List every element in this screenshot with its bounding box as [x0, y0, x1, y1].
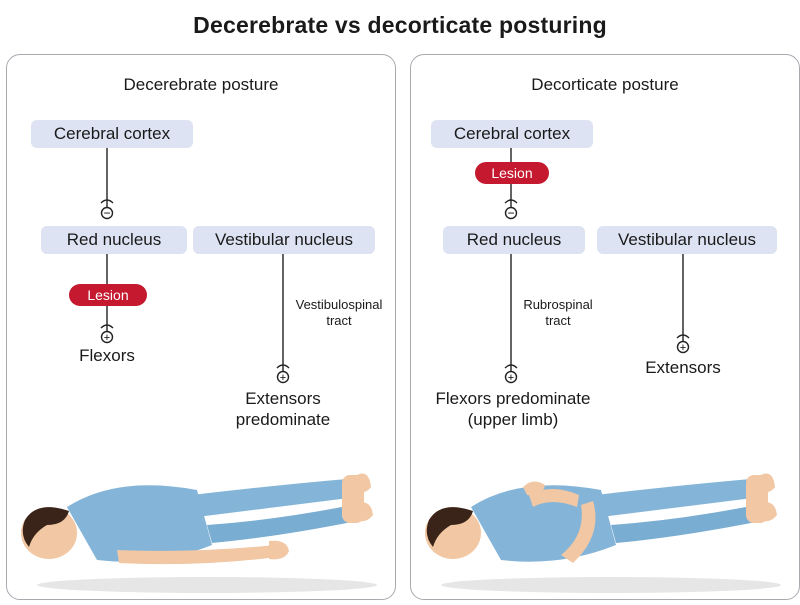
vestibulospinal-tract-label: Vestibulospinal tract [295, 297, 383, 328]
excitatory-terminal [676, 334, 690, 339]
excitatory-sign-circle [676, 340, 690, 354]
decorticate-panel: Decorticate posture − + + [410, 54, 800, 600]
panel-title-decorticate: Decorticate posture [531, 75, 679, 94]
inhibitory-terminal [100, 199, 114, 204]
extensors-predominate-label: Extensors predominate [235, 389, 331, 429]
lesion-badge: Lesion [69, 284, 147, 306]
excitatory-sign-circle [276, 370, 290, 384]
inhibitory-sign: − [103, 206, 110, 220]
excitatory-terminal [504, 364, 518, 369]
inhibitory-terminal [504, 199, 518, 204]
inhibitory-sign-circle [100, 206, 114, 220]
rubrospinal-tract-label: Rubrospinal tract [523, 297, 593, 328]
excitatory-sign: + [104, 332, 110, 344]
panel-title-decerebrate: Decerebrate posture [123, 75, 279, 94]
excitatory-sign-circle [100, 330, 114, 344]
inhibitory-sign-circle [504, 206, 518, 220]
excitatory-sign: + [280, 372, 286, 384]
inhibitory-sign: − [507, 206, 514, 220]
vestibular-nucleus-node: Vestibular nucleus [597, 226, 777, 254]
excitatory-terminal [276, 364, 290, 369]
flexors-predominate-label: Flexors predominate (upper limb) [435, 389, 591, 429]
red-nucleus-node: Red nucleus [41, 226, 187, 254]
excitatory-sign: + [508, 372, 514, 384]
decorticate-patient-illustration [425, 473, 781, 593]
excitatory-sign: + [680, 342, 686, 354]
lesion-badge: Lesion [475, 162, 549, 184]
decorticate-pathways: − + + [425, 148, 781, 593]
excitatory-terminal [100, 324, 114, 329]
cerebral-cortex-node: Cerebral cortex [31, 120, 193, 148]
excitatory-sign-circle [504, 370, 518, 384]
cerebral-cortex-node: Cerebral cortex [431, 120, 593, 148]
figure-title: Decerebrate vs decorticate posturing [193, 12, 607, 38]
extensors-label: Extensors [645, 358, 721, 377]
flexors-label: Flexors [79, 346, 135, 365]
red-nucleus-node: Red nucleus [443, 226, 585, 254]
decerebrate-patient-illustration [21, 473, 377, 593]
decerebrate-panel: Decerebrate posture − + + [6, 54, 396, 600]
decerebrate-pathways: − + + [21, 148, 377, 593]
vestibular-nucleus-node: Vestibular nucleus [193, 226, 375, 254]
